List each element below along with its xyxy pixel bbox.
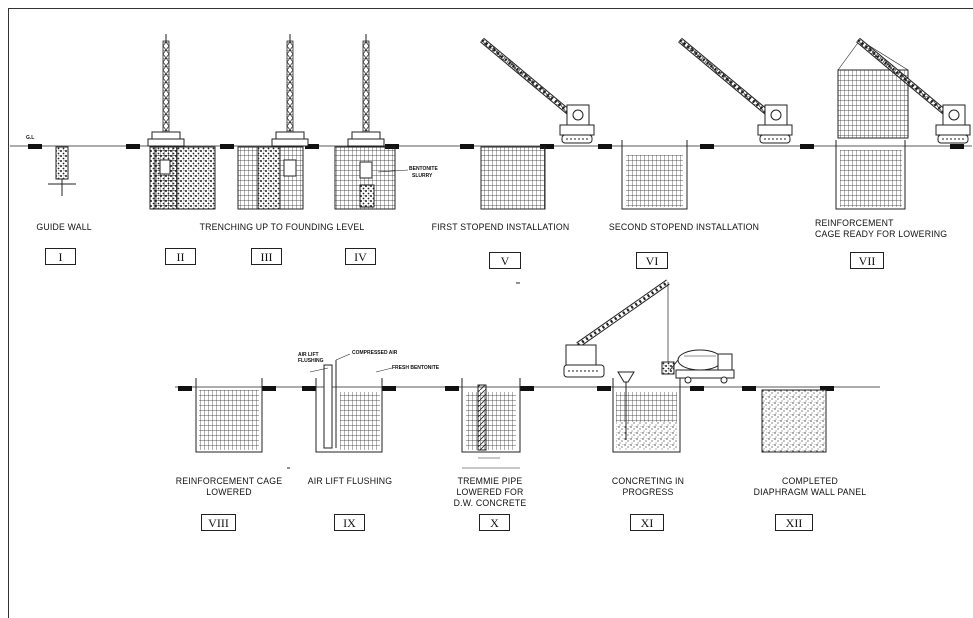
stage-vii-cage-ready: [836, 40, 970, 209]
stage-label-xii: XII: [775, 514, 813, 531]
stage-i-guide-wall: [48, 147, 76, 196]
caption-first-stopend: FIRST STOPEND INSTALLATION: [425, 222, 577, 233]
stage-label-iii: III: [251, 248, 282, 265]
caption-cage-lowered-2: LOWERED: [175, 487, 284, 498]
stage-label-x: X: [479, 514, 510, 531]
stage-viii-cage-lowered: [196, 378, 262, 452]
caption-concreting-2: PROGRESS: [602, 487, 694, 498]
stage-vi-second-stopend: [622, 40, 792, 209]
stage-x-tremmie: [462, 378, 520, 468]
stage-v-first-stopend: [481, 40, 594, 209]
stage-label-vii: VII: [850, 252, 884, 269]
caption-trenching: TRENCHING UP TO FOUNDING LEVEL: [190, 222, 374, 233]
caption-reinforcement-1: REINFORCEMENT: [815, 218, 953, 229]
stage-label-xi: XI: [630, 514, 664, 531]
stage-xii-completed: [762, 390, 826, 452]
caption-completed-2: DIAPHRAGM WALL PANEL: [746, 487, 875, 498]
stage-iv-trenching: [335, 34, 408, 209]
stage-xi-concreting: [564, 282, 734, 452]
stage-label-ii: II: [165, 248, 196, 265]
caption-completed-1: COMPLETED: [746, 476, 875, 487]
stage-label-ix: IX: [334, 514, 365, 531]
stage-label-viii: VIII: [201, 514, 236, 531]
caption-concreting-1: CONCRETING IN: [602, 476, 694, 487]
ground-level-label: G.L: [26, 135, 34, 141]
bentonite-slurry-callout-2: SLURRY: [412, 173, 432, 179]
fresh-bentonite-callout: FRESH BENTONITE: [392, 365, 439, 371]
stage-label-i: I: [45, 248, 76, 265]
caption-tremmie-2: LOWERED FOR: [444, 487, 536, 498]
caption-air-lift: AIR LIFT FLUSHING: [304, 476, 396, 487]
stage-ix-air-lift: [310, 354, 392, 452]
stage-ii-trenching: [148, 34, 215, 209]
bentonite-slurry-callout-1: BENTONITE: [409, 166, 438, 172]
caption-guide-wall: GUIDE WALL: [36, 222, 91, 233]
caption-reinforcement-2: CAGE READY FOR LOWERING: [815, 229, 953, 240]
stage-label-iv: IV: [345, 248, 376, 265]
caption-second-stopend: SECOND STOPEND INSTALLATION: [601, 222, 767, 233]
stage-label-v: V: [489, 252, 521, 269]
caption-tremmie-3: D.W. CONCRETE: [444, 498, 536, 509]
stage-label-vi: VI: [636, 252, 668, 269]
compressed-air-callout: COMPRESSED AIR: [352, 350, 397, 356]
caption-cage-lowered-1: REINFORCEMENT CAGE: [175, 476, 284, 487]
stage-iii-trenching: [238, 34, 308, 209]
caption-tremmie-1: TREMMIE PIPE: [444, 476, 536, 487]
air-lift-callout-2: FLUSHING: [298, 358, 324, 364]
